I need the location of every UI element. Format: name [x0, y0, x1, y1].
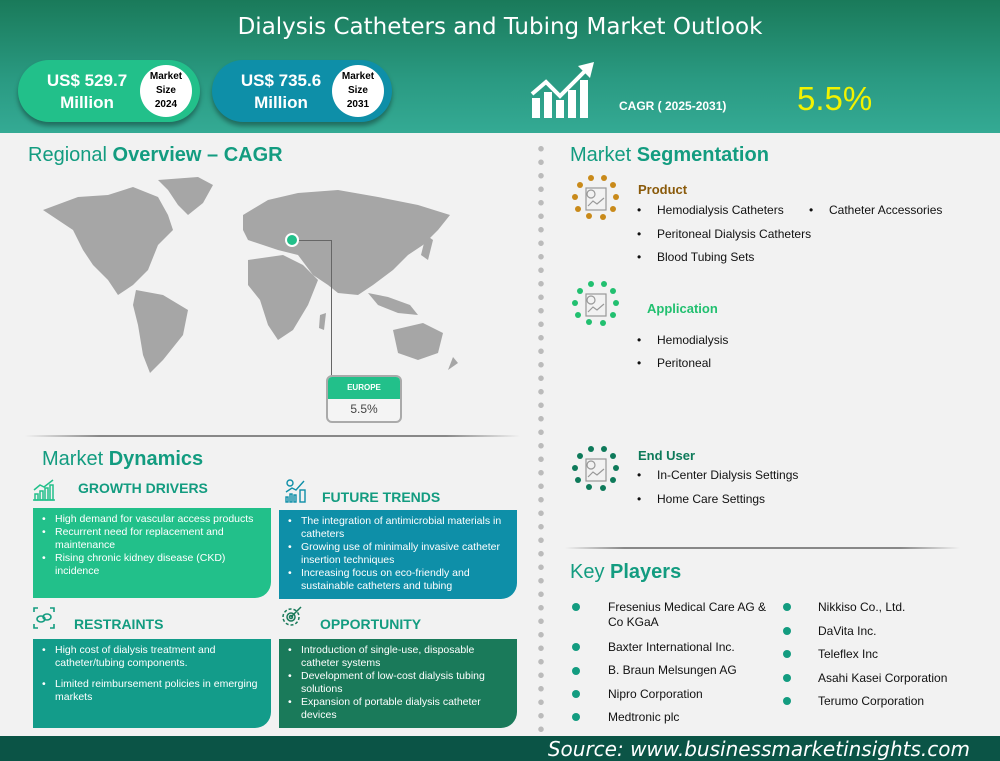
market-size-2031-pill: US$ 735.6 Million Market Size 2031 [212, 60, 392, 122]
application-item: Hemodialysis [637, 333, 728, 347]
bullet-icon [783, 650, 791, 658]
key-player: Teleflex Inc [818, 647, 879, 661]
list-item: Increasing focus on eco-friendly and sus… [288, 567, 509, 593]
future-trends-title: FUTURE TRENDS [322, 489, 441, 505]
key-player: Nikkiso Co., Ltd. [818, 600, 906, 614]
divider [565, 547, 960, 549]
key-player: Terumo Corporation [818, 694, 925, 708]
world-map [43, 177, 458, 373]
europe-callout: EUROPE 5.5% [326, 375, 402, 423]
bullet-icon [783, 627, 791, 635]
growth-chart-icon [530, 62, 594, 118]
product-report-icon [572, 175, 619, 220]
key-player: B. Braun Melsungen AG [608, 663, 737, 677]
bullet-icon [572, 603, 580, 611]
list-item: High cost of dialysis treatment and cath… [42, 644, 263, 670]
list-item: Recurrent need for replacement and maint… [42, 526, 263, 552]
europe-marker[interactable] [285, 233, 299, 247]
broken-link-icon [33, 607, 55, 629]
key-player: Medtronic plc [608, 710, 680, 724]
key-player: DaVita Inc. [818, 624, 877, 638]
market-size-2024-label: Market Size 2024 [140, 65, 192, 117]
application-title: Application [647, 301, 718, 316]
market-dynamics-title: Market Dynamics [42, 448, 204, 470]
key-player: Fresenius Medical Care AG & Co KGaA [608, 600, 767, 629]
list-item: Introduction of single-use, disposable c… [288, 644, 509, 670]
bullet-icon [783, 603, 791, 611]
product-item: Peritoneal Dialysis Catheters [637, 227, 811, 241]
region-cagr: 5.5% [350, 402, 378, 416]
list-item: Expansion of portable dialysis catheter … [288, 696, 509, 722]
restraints-title: RESTRAINTS [74, 616, 164, 632]
callout-line [292, 240, 332, 376]
divider [25, 435, 520, 437]
growth-drivers-title: GROWTH DRIVERS [78, 480, 208, 496]
list-item: Rising chronic kidney disease (CKD) inci… [42, 552, 263, 578]
list-item: Limited reimbursement policies in emergi… [42, 678, 263, 704]
product-item: Blood Tubing Sets [637, 250, 754, 264]
product-title: Product [638, 182, 688, 197]
market-size-2024-pill: US$ 529.7 Million Market Size 2024 [18, 60, 200, 122]
bullet-icon [572, 690, 580, 698]
header-banner: Dialysis Catheters and Tubing Market Out… [0, 0, 1000, 133]
bullet-icon [783, 697, 791, 705]
product-item: Catheter Accessories [809, 203, 942, 217]
growth-drivers-list: High demand for vascular access products… [33, 508, 271, 598]
cagr-value: 5.5% [797, 80, 873, 117]
list-item: Development of low-cost dialysis tubing … [288, 670, 509, 696]
gear-target-icon [282, 606, 302, 626]
end-user-item: In-Center Dialysis Settings [637, 468, 798, 482]
key-player: Baxter International Inc. [608, 640, 735, 654]
source-link[interactable]: Source: www.businessmarketinsights.com [547, 737, 970, 761]
list-item: Growing use of minimally invasive cathet… [288, 541, 509, 567]
bullet-icon [572, 643, 580, 651]
restraints-list: High cost of dialysis treatment and cath… [33, 639, 271, 728]
end-user-item: Home Care Settings [637, 492, 765, 506]
opportunity-list: Introduction of single-use, disposable c… [279, 639, 517, 728]
product-item: Hemodialysis Catheters [637, 203, 784, 217]
market-size-2031-label: Market Size 2031 [332, 65, 384, 117]
key-player: Nipro Corporation [608, 687, 703, 701]
key-players-title: Key Players [570, 561, 682, 583]
application-item: Peritoneal [637, 356, 711, 370]
page-title: Dialysis Catheters and Tubing Market Out… [237, 14, 763, 40]
bullet-icon [572, 667, 580, 675]
list-item: High demand for vascular access products [42, 513, 263, 526]
application-report-icon [572, 281, 619, 326]
bullet-icon [572, 713, 580, 721]
region-name: EUROPE [328, 377, 400, 399]
future-trends-list: The integration of antimicrobial materia… [279, 510, 517, 599]
market-segmentation-title: Market Segmentation [570, 144, 769, 166]
cagr-label: CAGR ( 2025-2031) [619, 99, 727, 113]
key-player: Asahi Kasei Corporation [818, 671, 948, 685]
market-size-2024-value: US$ 529.7 Million [46, 71, 128, 112]
bar-growth-icon [33, 479, 55, 501]
list-item: The integration of antimicrobial materia… [288, 515, 509, 541]
footer: Source: www.businessmarketinsights.com [0, 736, 1000, 761]
bullet-icon [783, 674, 791, 682]
trend-analytics-icon [285, 479, 306, 503]
end-user-report-icon [572, 446, 619, 491]
regional-overview-title: Regional Overview – CAGR [28, 144, 283, 166]
market-size-2031-value: US$ 735.6 Million [240, 71, 322, 112]
opportunity-title: OPPORTUNITY [320, 616, 422, 632]
end-user-title: End User [638, 448, 696, 463]
dotted-divider [537, 142, 545, 732]
